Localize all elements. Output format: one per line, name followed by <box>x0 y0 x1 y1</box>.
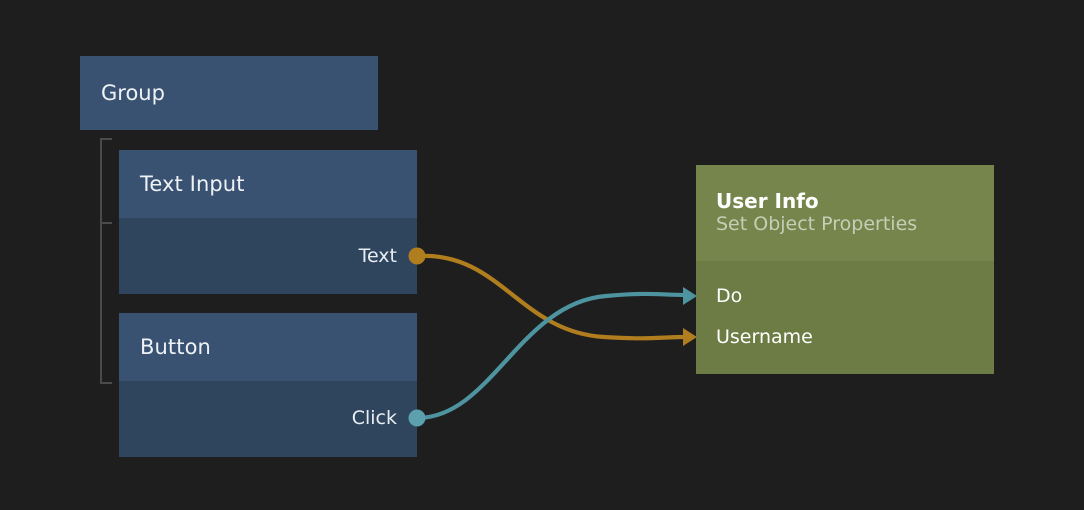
group-bracket-tick-top <box>100 138 112 140</box>
connection-text-to-username <box>416 253 689 341</box>
port-out-text-dot[interactable] <box>408 247 426 265</box>
port-in-username-label[interactable]: Username <box>716 326 813 348</box>
connection-click-to-do <box>416 291 689 421</box>
node-group-title: Group <box>101 81 165 105</box>
node-user-info-header[interactable]: User Info Set Object Properties <box>696 165 994 261</box>
node-button-body: Click <box>119 381 417 457</box>
node-button-header[interactable]: Button <box>119 313 417 381</box>
port-out-click-dot[interactable] <box>408 409 426 427</box>
node-text-input-inner: Text Input Text <box>119 150 417 294</box>
group-bracket-tick-bottom <box>100 382 112 384</box>
node-button[interactable]: Button Click <box>119 313 426 457</box>
node-user-info-subtitle: Set Object Properties <box>716 212 918 235</box>
node-user-info[interactable]: User Info Set Object Properties Do Usern… <box>696 165 994 374</box>
node-user-info-inner: User Info Set Object Properties Do Usern… <box>696 165 994 374</box>
group-bracket-tick-middle <box>100 222 112 224</box>
node-button-inner: Button Click <box>119 313 417 457</box>
arrowhead-username <box>683 328 697 346</box>
node-text-input[interactable]: Text Input Text <box>119 150 426 294</box>
node-button-title: Button <box>140 335 211 359</box>
node-group-header[interactable]: Group <box>80 56 378 130</box>
node-group[interactable]: Group <box>80 56 378 130</box>
arrowhead-do <box>683 287 697 305</box>
group-bracket <box>100 138 114 384</box>
group-bracket-vertical <box>100 138 102 384</box>
port-out-click-label[interactable]: Click <box>351 407 397 429</box>
node-text-input-title: Text Input <box>140 172 245 196</box>
node-user-info-title: User Info <box>716 188 819 213</box>
node-user-info-body: Do Username <box>696 261 994 374</box>
node-text-input-header[interactable]: Text Input <box>119 150 417 218</box>
node-group-inner: Group <box>80 56 378 130</box>
port-out-text-label[interactable]: Text <box>358 245 397 267</box>
node-text-input-body: Text <box>119 218 417 294</box>
port-in-do-label[interactable]: Do <box>716 285 743 307</box>
